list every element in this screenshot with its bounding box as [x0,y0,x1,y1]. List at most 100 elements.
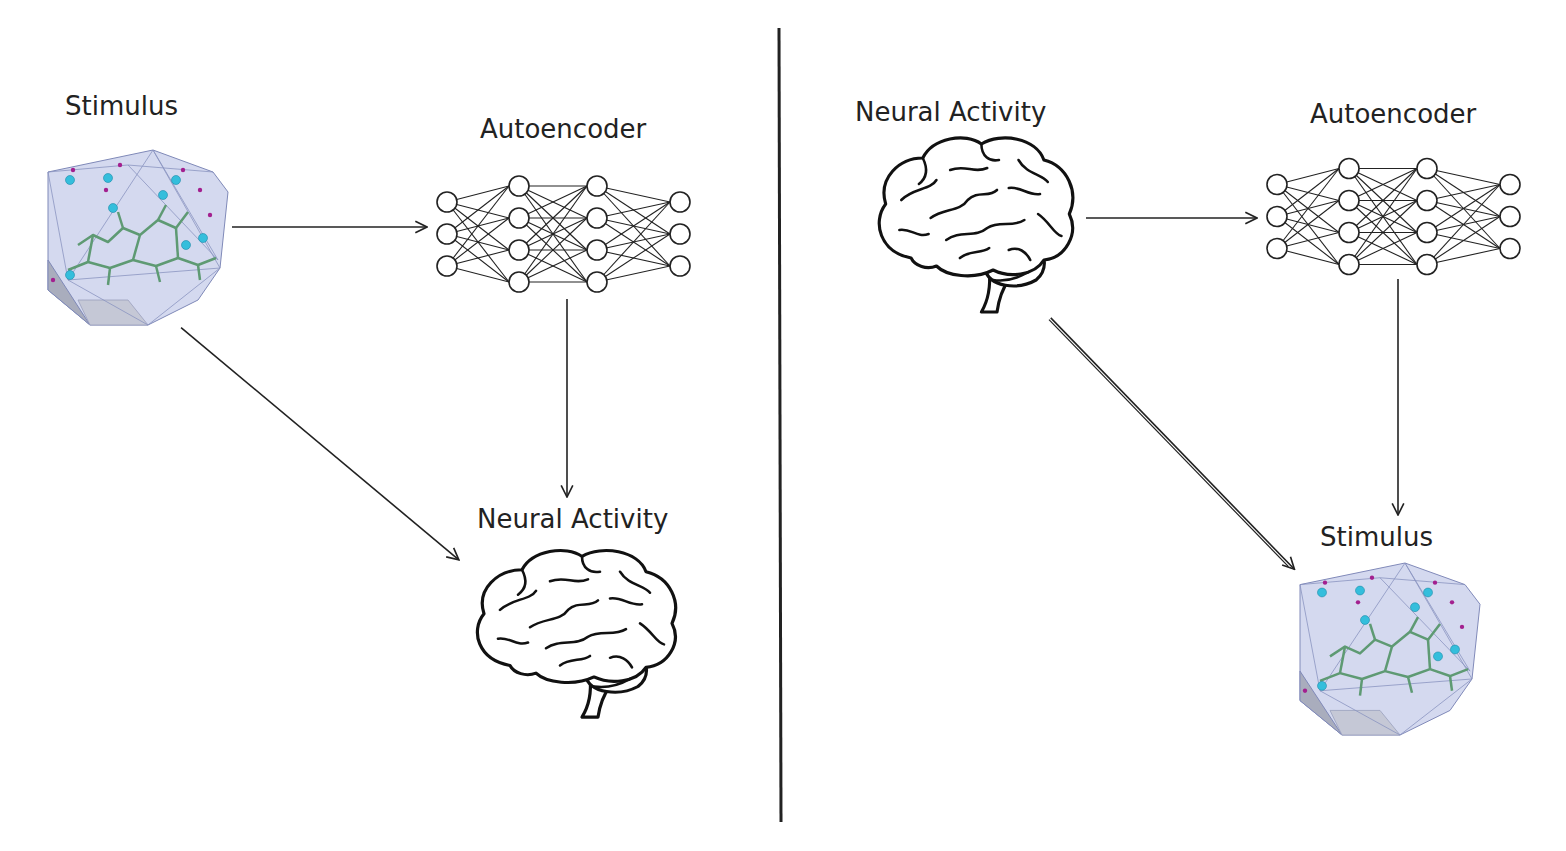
illustration-part [1356,600,1360,604]
illustration-part [519,186,587,282]
illustration-part [1408,677,1412,693]
illustration-part [1318,681,1327,690]
molecule [1320,617,1468,696]
illustration-part [1267,239,1287,259]
illustration-part [477,551,675,683]
illustration-part [899,230,928,235]
autoencoder-network [435,173,695,295]
illustration-part [447,234,509,282]
illustration-part [1330,624,1440,656]
illustration-part [1427,185,1500,201]
illustration-part [597,202,670,282]
illustration-part [1349,233,1417,265]
illustration-part [1451,645,1460,654]
illustration-part [530,600,598,627]
brain-outline [879,138,1073,312]
illustration-part [640,623,664,644]
illustration-part [1500,207,1520,227]
illustration-part [1385,647,1392,672]
brain-outline [477,551,675,718]
illustration-part [1267,207,1287,227]
illustration-part [1417,159,1437,179]
illustration-part [509,208,529,228]
illustration-part [1277,217,1339,265]
brain-folds [498,556,664,687]
node-heading: Neural Activity [477,505,668,535]
illustration-part [1340,647,1345,674]
illustration-part [509,272,529,292]
illustration-part [159,191,168,200]
atoms [51,163,212,282]
illustration-part [1356,586,1365,595]
illustration-part [960,248,989,258]
illustration-part [1339,159,1359,179]
neural-activity-node: Neural Activity [465,505,690,720]
connector-arrow [1086,218,1257,219]
illustration-part [550,579,588,581]
illustration-part [118,212,123,228]
illustration-part [670,256,690,276]
illustration-part [1318,588,1327,597]
illustration-part [1411,603,1420,612]
illustration-part [66,176,75,185]
illustration-part [1417,191,1437,211]
illustration-part [71,168,75,172]
illustration-part [1038,214,1061,236]
illustration-part [51,278,55,282]
network-neurons [1267,159,1520,275]
autoencoder-network [1265,158,1525,275]
illustration-part [1417,223,1437,243]
illustration-part [519,186,587,218]
illustration-part [437,224,457,244]
connector-line [232,226,427,228]
brain-illustration [872,130,1082,315]
illustration-part [931,190,997,218]
illustration-part [587,208,607,228]
illustration-part [546,629,626,648]
illustration-part [1339,191,1359,211]
illustration-part [587,240,607,260]
illustration-part [104,188,108,192]
illustration-part [1300,563,1480,735]
node-heading: Autoencoder [1310,100,1476,130]
illustration-part [48,150,218,280]
illustration-part [597,266,670,282]
polyhedron [48,150,228,325]
connector-arrow [567,299,568,497]
illustration-part [1424,588,1433,597]
illustration-part [1320,669,1468,681]
illustration-part [946,220,1024,240]
polyhedron [1300,563,1480,735]
neural-activity-node: Neural Activity [850,98,1082,315]
illustration-part [1417,255,1437,275]
illustration-part [1410,617,1418,632]
autoencoder-node: Autoencoder [1265,100,1525,275]
illustration-part [182,241,191,250]
connector-line [566,299,568,497]
illustration-part [78,300,148,325]
node-heading: Autoencoder [480,115,646,145]
node-heading: Stimulus [65,92,178,122]
illustration-part [993,272,1028,281]
illustration-part [68,268,220,325]
illustration-part [1427,185,1500,265]
node-heading: Stimulus [1320,523,1433,553]
stimulus-node: Stimulus [48,92,228,325]
network-neurons [437,176,690,292]
illustration-part [597,186,670,266]
brain-folds [899,144,1061,281]
illustration-part [437,256,457,276]
node-heading: Neural Activity [855,98,1046,128]
illustration-part [560,656,590,666]
illustration-part [1320,563,1472,691]
illustration-part [1349,233,1417,265]
connector-line [1397,279,1399,515]
illustration-part [597,186,670,202]
illustration-part [509,240,529,260]
illustration-part [172,176,181,185]
network-links [447,186,670,282]
illustration-part [1267,175,1287,195]
illustration-part [66,271,75,280]
illustration-part [1427,217,1500,265]
illustration-part [118,163,122,167]
